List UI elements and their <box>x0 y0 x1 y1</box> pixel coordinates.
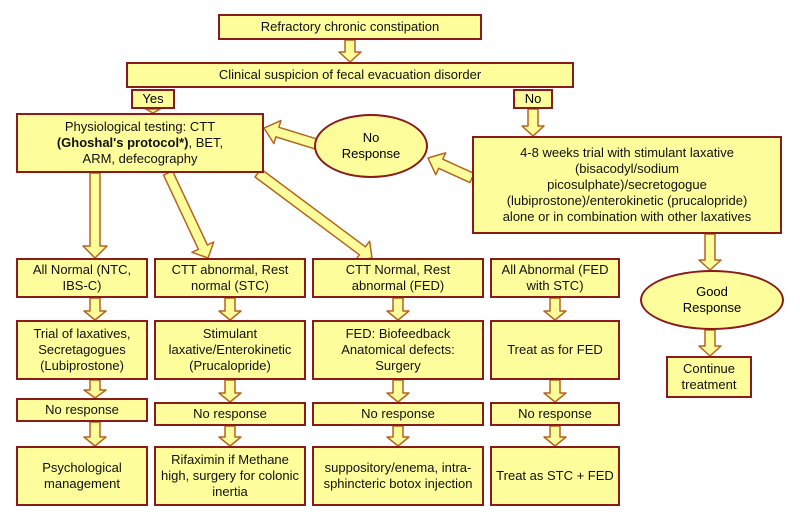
physio-line2: (Ghoshal's protocol*), BET, <box>57 135 223 151</box>
physio-bet: , BET, <box>188 135 224 150</box>
arrow-good-to-continue <box>698 329 722 357</box>
node-continue-treatment: Continue treatment <box>666 356 752 398</box>
col2-head-text: CTT abnormal, Rest normal (STC) <box>171 262 289 293</box>
trial-line2: (bisacodyl/sodium <box>574 161 680 176</box>
arrow-physio-to-col2 <box>162 170 215 259</box>
node-col4-head: All Abnormal (FED with STC) <box>490 258 620 298</box>
col4-head-text: All Abnormal (FED with STC) <box>501 262 609 293</box>
node-col4-treatment: Treat as for FED <box>490 320 620 380</box>
col2-final-text: Rifaximin if Methane high, surgery for c… <box>160 452 299 499</box>
col3-treatment-line1: FED: Biofeedback <box>345 326 451 341</box>
node-col4-no-response: No response <box>490 402 620 426</box>
node-col2-final: Rifaximin if Methane high, surgery for c… <box>154 446 306 506</box>
trial-line1: 4-8 weeks trial with stimulant laxative <box>520 145 734 160</box>
node-col3-final: suppository/enema, intra-sphincteric bot… <box>312 446 484 506</box>
arrow-col2-head-to-treat <box>218 297 242 321</box>
arrow-top-to-suspicion <box>338 39 362 63</box>
node-col2-treatment: Stimulant laxative/Enterokinetic (Prucal… <box>154 320 306 380</box>
arrow-col1-nr-to-final <box>83 421 107 447</box>
trial-line5: alone or in combination with other laxat… <box>502 209 752 224</box>
col2-no-response-text: No response <box>193 406 267 421</box>
col3-final-text: suppository/enema, intra-sphincteric bot… <box>323 460 473 491</box>
arrow-physio-to-col3 <box>254 168 373 262</box>
label-no-text: No <box>524 91 542 106</box>
arrow-col3-head-to-treat <box>386 297 410 321</box>
col3-head-text: CTT Normal, Rest abnormal (FED) <box>345 262 451 293</box>
node-col1-head: All Normal (NTC, IBS-C) <box>16 258 148 298</box>
arrow-col3-nr-to-final <box>386 425 410 447</box>
col4-no-response-text: No response <box>518 406 592 421</box>
no-response-oval-text: No Response <box>341 130 401 161</box>
node-col3-treatment: FED: Biofeedback Anatomical defects: Sur… <box>312 320 484 380</box>
arrow-col1-treat-to-nr <box>83 379 107 399</box>
arrow-no-to-trial <box>521 108 545 137</box>
col4-treatment-text: Treat as for FED <box>507 342 603 357</box>
node-clinical-suspicion-text: Clinical suspicion of fecal evacuation d… <box>218 67 482 82</box>
arrow-col4-treat-to-nr <box>543 379 567 403</box>
node-clinical-suspicion: Clinical suspicion of fecal evacuation d… <box>126 62 574 88</box>
label-yes: Yes <box>131 89 175 109</box>
col3-no-response-text: No response <box>361 406 435 421</box>
arrow-physio-to-col1 <box>82 172 108 259</box>
arrow-col4-head-to-treat <box>543 297 567 321</box>
node-col3-head: CTT Normal, Rest abnormal (FED) <box>312 258 484 298</box>
node-no-response-oval: No Response <box>314 114 428 178</box>
continue-treatment-text: Continue treatment <box>681 361 737 392</box>
col2-treatment-text: Stimulant laxative/Enterokinetic (Prucal… <box>168 326 292 373</box>
col4-final-text: Treat as STC + FED <box>496 468 614 483</box>
node-col2-head: CTT abnormal, Rest normal (STC) <box>154 258 306 298</box>
label-no: No <box>513 89 553 109</box>
node-col1-no-response: No response <box>16 398 148 422</box>
node-good-response-oval: Good Response <box>640 270 784 330</box>
good-response-text: Good Response <box>682 284 742 315</box>
node-physiological-testing: Physiological testing: CTT (Ghoshal's pr… <box>16 113 264 173</box>
arrow-trial-to-oval <box>427 152 475 184</box>
node-col3-no-response: No response <box>312 402 484 426</box>
col1-treatment-text: Trial of laxatives, Secretagogues (Lubip… <box>33 326 131 373</box>
arrow-col2-treat-to-nr <box>218 379 242 403</box>
node-col4-final: Treat as STC + FED <box>490 446 620 506</box>
node-refractory-constipation: Refractory chronic constipation <box>218 14 482 40</box>
node-laxative-trial: 4-8 weeks trial with stimulant laxative … <box>472 136 782 234</box>
col1-final-text: Psychological management <box>42 460 122 491</box>
node-col2-no-response: No response <box>154 402 306 426</box>
node-col1-final: Psychological management <box>16 446 148 506</box>
arrow-col2-nr-to-final <box>218 425 242 447</box>
col1-no-response-text: No response <box>45 402 119 417</box>
col3-treatment-line2: Anatomical defects: Surgery <box>341 342 455 373</box>
physio-line1: Physiological testing: CTT <box>64 119 216 134</box>
physio-protocol: (Ghoshal's protocol*) <box>56 135 189 150</box>
physio-line3: ARM, defecography <box>82 151 198 166</box>
arrow-col1-head-to-treat <box>83 297 107 321</box>
node-col1-treatment: Trial of laxatives, Secretagogues (Lubip… <box>16 320 148 380</box>
trial-line4: (lubiprostone)/enterokinetic (prucalopri… <box>506 193 748 208</box>
arrow-col3-treat-to-nr <box>386 379 410 403</box>
col1-head-text: All Normal (NTC, IBS-C) <box>32 262 132 293</box>
node-refractory-constipation-text: Refractory chronic constipation <box>260 19 440 34</box>
label-yes-text: Yes <box>142 91 164 106</box>
trial-line3: picosulphate)/secretogogue <box>547 177 707 192</box>
arrow-trial-to-good <box>698 233 722 271</box>
arrow-col4-nr-to-final <box>543 425 567 447</box>
arrow-oval-to-physio <box>263 119 319 150</box>
